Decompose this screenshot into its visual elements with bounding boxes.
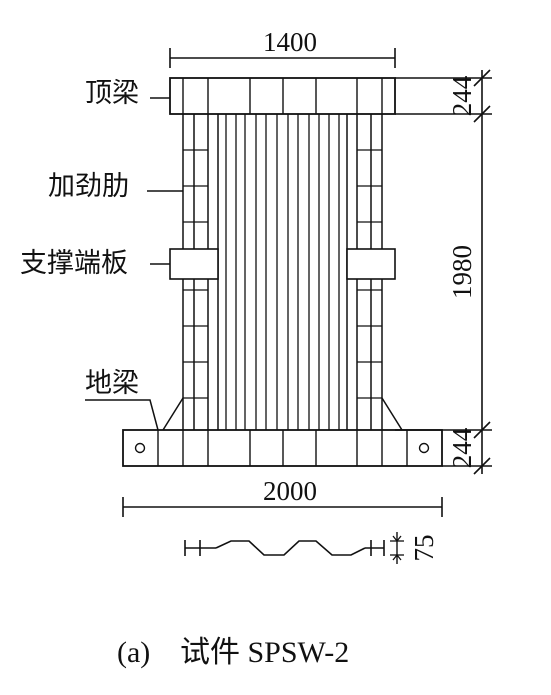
right-dimension-lines <box>395 69 492 475</box>
brace-end-plate-left <box>169 248 219 280</box>
top-beam-height-label: 244 <box>447 75 477 116</box>
top-width-dimension <box>169 48 396 68</box>
top-width-label: 1400 <box>263 27 317 57</box>
ground-beam <box>122 429 443 467</box>
corrugation-depth-label: 75 <box>409 535 439 562</box>
corrugated-wall-plate <box>225 114 340 430</box>
ground-beam-label: 地梁 <box>85 368 139 398</box>
brace-end-plate-label: 支撑端板 <box>20 248 128 278</box>
top-beam <box>169 77 396 115</box>
bolt-hole-right <box>418 442 430 454</box>
corrugation-profile <box>184 532 404 564</box>
wall-height-label: 1980 <box>447 245 477 299</box>
base-gussets <box>162 397 403 431</box>
caption-text: 试件 SPSW-2 <box>180 636 349 669</box>
stiffener-label: 加劲肋 <box>48 171 129 201</box>
bottom-width-label: 2000 <box>263 476 317 506</box>
brace-end-plate-right <box>346 248 396 280</box>
bolt-hole-left <box>134 442 146 454</box>
ground-beam-height-label: 244 <box>447 427 477 468</box>
caption-prefix: (a) <box>117 636 150 669</box>
bottom-width-dimension <box>122 497 443 517</box>
ground-beam-leader <box>85 399 159 431</box>
top-beam-label: 顶梁 <box>85 78 139 108</box>
